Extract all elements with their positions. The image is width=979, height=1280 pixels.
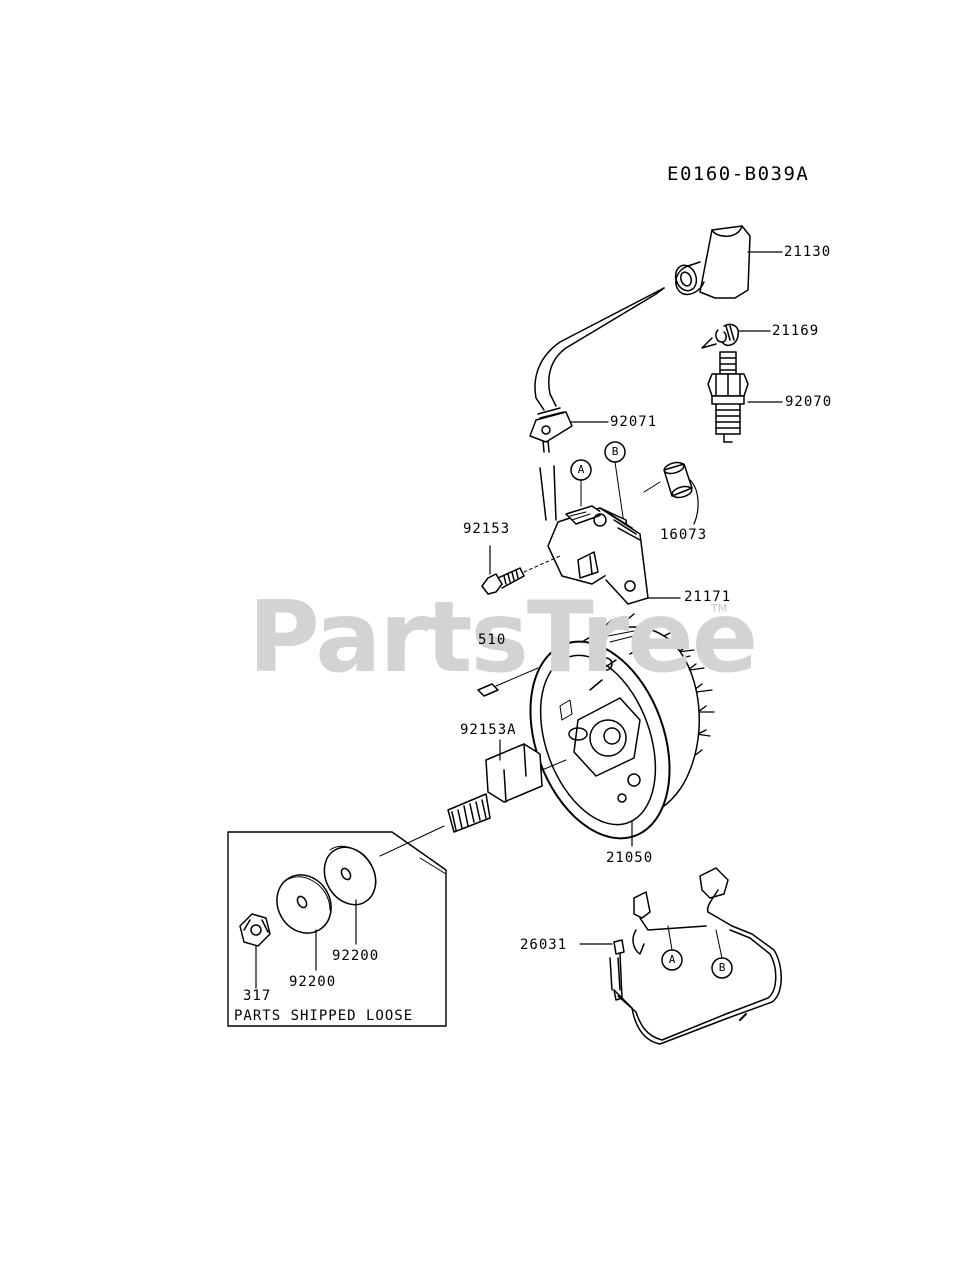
part-label-21169[interactable]: 21169 — [772, 323, 820, 339]
part-label-92071[interactable]: 92071 — [610, 414, 658, 430]
part-label-317[interactable]: 317 — [243, 988, 272, 1004]
part-label-510[interactable]: 510 — [478, 632, 507, 648]
washer-back[interactable] — [314, 838, 386, 945]
wire-harness[interactable] — [579, 867, 782, 1045]
washer-front[interactable] — [266, 865, 341, 971]
flywheel[interactable] — [505, 613, 715, 858]
part-label-21130[interactable]: 21130 — [784, 244, 832, 260]
ignition-coil[interactable] — [547, 505, 681, 605]
spring-clip[interactable] — [701, 323, 771, 349]
spark-plug-cap[interactable] — [672, 225, 783, 299]
loose-parts-caption: PARTS SHIPPED LOOSE — [234, 1008, 414, 1024]
loose-parts-box — [227, 825, 447, 1027]
part-label-26031[interactable]: 26031 — [520, 937, 568, 953]
watermark-trademark: TM — [711, 602, 728, 615]
part-label-92153[interactable]: 92153 — [463, 521, 511, 537]
rubber-cap[interactable] — [643, 461, 699, 525]
part-label-21171[interactable]: 21171 — [684, 589, 732, 605]
part-label-21050[interactable]: 21050 — [606, 850, 654, 866]
hex-nut[interactable] — [239, 913, 271, 989]
flywheel-shaft-nut[interactable] — [447, 739, 567, 833]
part-label-92153A[interactable]: 92153A — [460, 722, 517, 738]
part-label-16073[interactable]: 16073 — [660, 527, 708, 543]
partstree-watermark: PartsTree — [248, 581, 758, 695]
coil-bolt[interactable] — [481, 545, 561, 595]
callout-b-top: B — [611, 445, 619, 458]
part-label-92200-back[interactable]: 92200 — [332, 948, 380, 964]
callout-a-top: A — [577, 463, 585, 476]
part-label-92200-front[interactable]: 92200 — [289, 974, 337, 990]
callout-a-bottom: A — [668, 953, 676, 966]
ignition-plate[interactable] — [529, 407, 609, 443]
part-label-92070[interactable]: 92070 — [785, 394, 833, 410]
spark-plug[interactable] — [707, 351, 783, 443]
ignition-lead-wire — [534, 287, 665, 521]
diagram-code: E0160-B039A — [667, 163, 810, 185]
callout-b-bottom: B — [718, 961, 726, 974]
